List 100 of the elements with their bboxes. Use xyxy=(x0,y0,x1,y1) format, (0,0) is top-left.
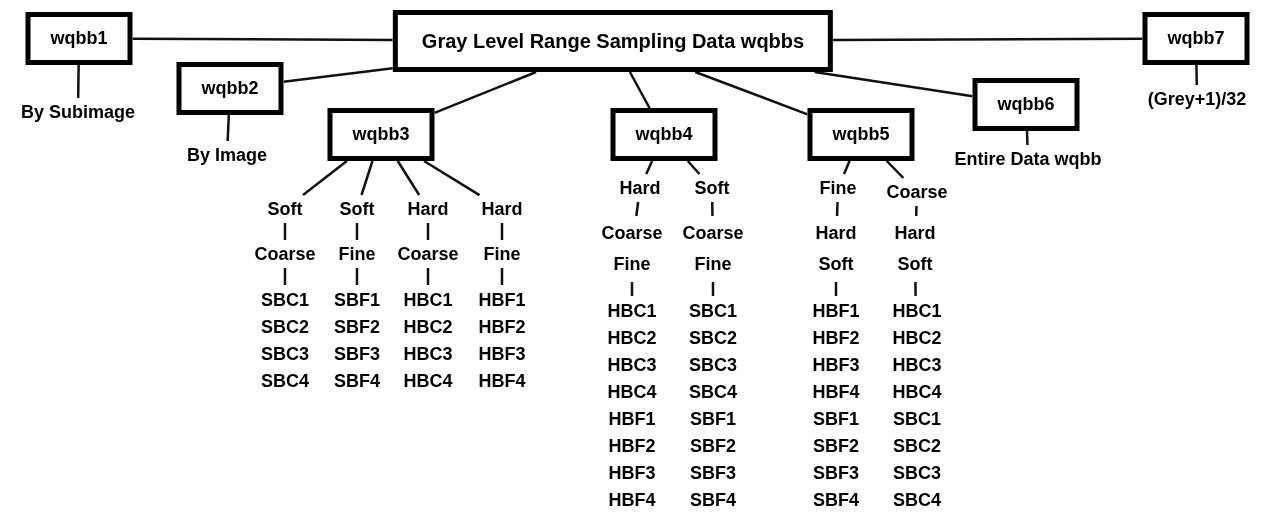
connector-line xyxy=(500,223,504,240)
connector-line xyxy=(396,160,421,196)
connector-line xyxy=(885,160,905,179)
node-label: HBF2 xyxy=(608,435,656,458)
node-label: SBC1 xyxy=(893,408,941,431)
connector-line xyxy=(283,223,287,240)
node-label: SBF2 xyxy=(690,435,736,458)
connector-line xyxy=(302,160,348,196)
node-label: SBF3 xyxy=(334,343,380,366)
node-label: SBF1 xyxy=(334,289,380,312)
node-label: SBC4 xyxy=(261,370,309,393)
node-label: HBF3 xyxy=(478,343,526,366)
connector-line xyxy=(711,282,715,296)
node-label: HBC2 xyxy=(607,327,657,350)
node-label: SBF4 xyxy=(690,489,736,512)
node-label: HBF1 xyxy=(478,289,526,312)
connector-line xyxy=(914,282,917,296)
node-label: Soft xyxy=(339,198,375,221)
connector-line xyxy=(1025,130,1029,146)
node-label: HBC3 xyxy=(892,354,942,377)
connector-line xyxy=(833,37,1143,42)
node-label: SBC3 xyxy=(261,343,309,366)
connector-line xyxy=(814,70,973,98)
node-label: (Grey+1)/32 xyxy=(1147,88,1247,111)
node-label: HBC4 xyxy=(403,370,453,393)
connector-line xyxy=(914,205,918,217)
node-label: SBF3 xyxy=(690,462,736,485)
connector-line xyxy=(842,160,851,175)
node-label: HBF1 xyxy=(608,408,656,431)
connector-line xyxy=(226,114,231,142)
connector-line xyxy=(360,160,374,196)
node-label: HBF1 xyxy=(812,300,860,323)
connector-line xyxy=(426,223,430,240)
node-label: HBF2 xyxy=(812,327,860,350)
process-box: wqbb1 xyxy=(25,12,133,65)
process-box: wqbb5 xyxy=(807,108,915,161)
node-label: HBC3 xyxy=(607,354,657,377)
node-label: Fine xyxy=(819,177,857,200)
process-box: Gray Level Range Sampling Data wqbbs xyxy=(392,10,834,72)
process-box: wqbb2 xyxy=(176,62,284,115)
node-label: Hard xyxy=(481,198,523,221)
node-label: By Subimage xyxy=(21,101,135,124)
connector-line xyxy=(686,160,701,175)
node-label: SBC2 xyxy=(261,316,309,339)
node-label: HBF3 xyxy=(608,462,656,485)
connector-line xyxy=(694,70,808,116)
node-label: Fine xyxy=(613,253,651,276)
process-box: wqbb4 xyxy=(610,108,718,161)
connector-line xyxy=(132,37,393,42)
node-label: HBC2 xyxy=(892,327,942,350)
node-label: SBF1 xyxy=(690,408,736,431)
connector-line xyxy=(355,268,359,285)
connector-line xyxy=(426,268,430,285)
connector-line xyxy=(500,268,504,285)
node-label: Coarse xyxy=(886,181,948,204)
node-label: Soft xyxy=(897,253,933,276)
node-label: Fine xyxy=(338,243,376,266)
node-label: SBC2 xyxy=(689,327,737,350)
node-label: Soft xyxy=(267,198,303,221)
node-label: HBF4 xyxy=(608,489,656,512)
node-label: HBC4 xyxy=(607,381,657,404)
node-label: HBC3 xyxy=(403,343,453,366)
node-label: Hard xyxy=(407,198,449,221)
node-label: Hard xyxy=(894,222,936,245)
node-label: SBF4 xyxy=(813,489,859,512)
connector-line xyxy=(635,201,640,217)
node-label: HBC4 xyxy=(892,381,942,404)
node-label: Soft xyxy=(694,177,730,200)
node-label: SBC1 xyxy=(261,289,309,312)
node-label: Hard xyxy=(619,177,661,200)
connector-line xyxy=(283,268,287,285)
connector-line xyxy=(283,67,393,84)
node-label: HBC1 xyxy=(607,300,657,323)
node-label: HBC1 xyxy=(403,289,453,312)
connector-line xyxy=(834,282,838,296)
process-box: wqbb6 xyxy=(972,78,1080,131)
connector-line xyxy=(434,70,537,115)
node-label: HBF4 xyxy=(812,381,860,404)
connector-line xyxy=(76,65,80,98)
node-label: Coarse xyxy=(601,222,663,245)
process-box: wqbb7 xyxy=(1142,12,1250,65)
node-label: Hard xyxy=(815,222,857,245)
node-label: Fine xyxy=(483,243,521,266)
node-label: HBF2 xyxy=(478,316,526,339)
connector-line xyxy=(628,71,651,109)
connector-line xyxy=(835,201,839,217)
node-label: SBC3 xyxy=(689,354,737,377)
node-label: SBF4 xyxy=(334,370,380,393)
node-label: HBC1 xyxy=(892,300,942,323)
node-label: Fine xyxy=(694,253,732,276)
process-box: wqbb3 xyxy=(327,108,435,161)
node-label: SBC4 xyxy=(893,489,941,512)
node-label: SBF1 xyxy=(813,408,859,431)
node-label: Coarse xyxy=(254,243,316,266)
node-label: SBC2 xyxy=(893,435,941,458)
connector-line xyxy=(711,201,714,217)
node-label: SBF2 xyxy=(813,435,859,458)
node-label: SBF2 xyxy=(334,316,380,339)
node-label: Entire Data wqbb xyxy=(954,148,1102,171)
node-label: SBC3 xyxy=(893,462,941,485)
